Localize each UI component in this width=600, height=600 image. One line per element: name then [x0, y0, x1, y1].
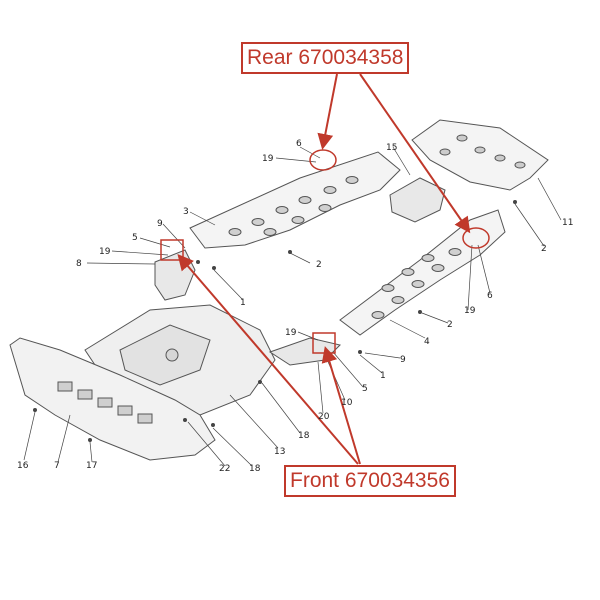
rear-left-clip-circle: [309, 149, 337, 171]
fasteners: [33, 200, 517, 442]
part-number: 16: [17, 461, 29, 471]
front-part-callout: Front 670034356: [284, 465, 456, 497]
rear-undertray-panel: [411, 119, 549, 191]
part-number: 10: [341, 398, 353, 408]
part-number: 4: [424, 337, 430, 347]
part-number: 1: [380, 371, 386, 381]
front-arrow-right: [321, 346, 361, 465]
front-left-clip-box: [160, 239, 184, 261]
part-number: 6: [296, 139, 302, 149]
part-number: 5: [362, 384, 368, 394]
part-number: 11: [562, 218, 573, 228]
part-number: 9: [157, 219, 163, 229]
front-bumper-undertray: [9, 337, 216, 461]
part-number: 2: [541, 244, 547, 254]
part-number: 7: [54, 461, 60, 471]
rear-part-callout: Rear 670034358: [241, 42, 410, 74]
center-bracket: [389, 177, 446, 223]
part-number: 18: [249, 464, 261, 474]
part-number: 9: [400, 355, 406, 365]
front-arrow-left: [177, 253, 359, 465]
part-number: 19: [99, 247, 111, 257]
part-number: 3: [183, 207, 189, 217]
callout-arrows: [177, 73, 471, 465]
part-number: 2: [316, 260, 322, 270]
part-number: 22: [219, 464, 230, 474]
part-number: 5: [132, 233, 138, 243]
clip-highlights: [160, 149, 490, 354]
part-number: 13: [274, 447, 285, 457]
part-number: 15: [386, 143, 397, 153]
part-number-labels: 6 19 15 3 9 5 19 8 1 2 11 2 6 19 2 4 19 …: [17, 139, 573, 474]
rear-arrow-left: [317, 73, 338, 150]
rear-arrow-right: [359, 73, 471, 234]
rear-right-clip-circle: [462, 227, 490, 249]
part-number: 18: [298, 431, 310, 441]
part-number: 19: [464, 306, 476, 316]
part-number: 2: [447, 320, 453, 330]
part-number: 19: [285, 328, 297, 338]
part-number: 8: [76, 259, 82, 269]
part-number: 17: [86, 461, 97, 471]
part-number: 20: [318, 412, 330, 422]
part-number: 6: [487, 291, 493, 301]
leader-lines: [23, 146, 562, 467]
left-side-shield-panel: [189, 151, 401, 249]
part-number: 19: [262, 154, 274, 164]
part-number: 1: [240, 298, 246, 308]
